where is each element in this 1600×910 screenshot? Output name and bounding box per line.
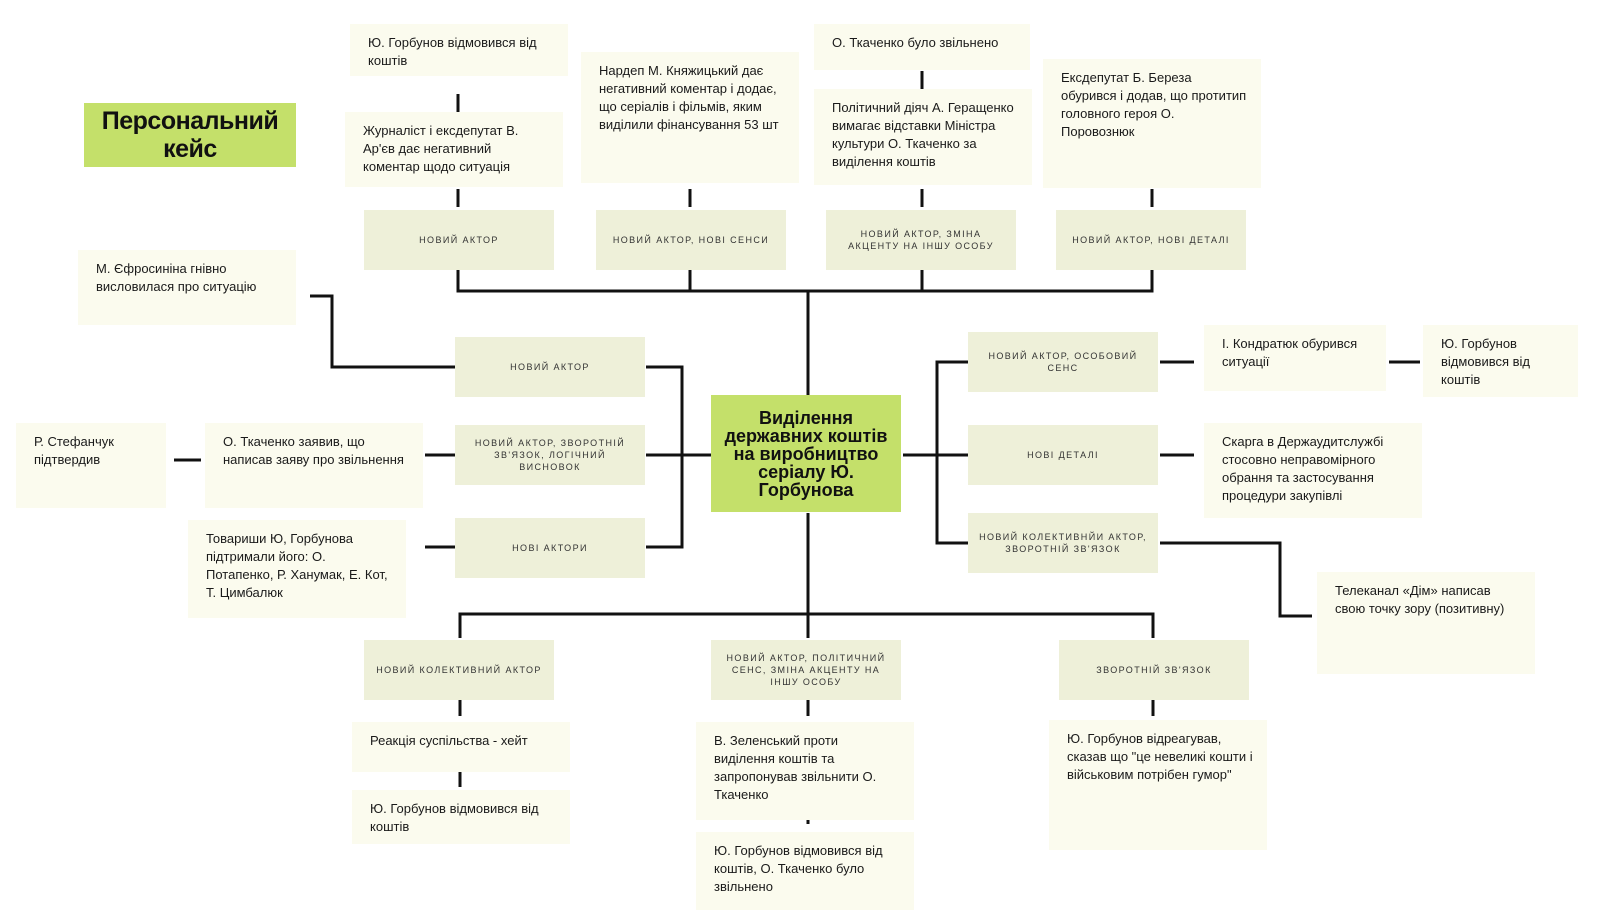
tag-left-1: Новий актор	[455, 337, 645, 397]
note-top-4: Ексдепутат Б. Береза обурився і додав, щ…	[1043, 59, 1261, 188]
note-left-2-b: Р. Стефанчук підтвердив	[16, 423, 166, 508]
tag-bottom-3: Зворотній зв'язок	[1059, 640, 1249, 700]
tag-top-2: Новий актор, нові сенси	[596, 210, 786, 270]
tag-bottom-2: Новий актор, політичний сенс, зміна акце…	[711, 640, 901, 700]
note-bottom-3: Ю. Горбунов відреагував, сказав що "це н…	[1049, 720, 1267, 850]
note-right-3: Телеканал «Дім» написав свою точку зору …	[1317, 572, 1535, 674]
note-top-1-b: Ю. Горбунов відмовився від коштів	[350, 24, 568, 76]
tag-top-4: Новий актор, нові деталі	[1056, 210, 1246, 270]
central-topic: Виділення державних коштів на виробництв…	[711, 395, 901, 512]
page-title: Персональний кейс	[84, 103, 296, 167]
note-top-3-a: Політичний діяч А. Геращенко вимагає від…	[814, 89, 1032, 185]
note-top-1-a: Журналіст і ексдепутат В. Ар'єв дає нега…	[345, 112, 563, 187]
note-top-2: Нардеп М. Княжицький дає негативний коме…	[581, 52, 799, 183]
note-left-2-a: О. Ткаченко заявив, що написав заяву про…	[205, 423, 423, 508]
note-right-1-b: Ю. Горбунов відмовився від коштів	[1423, 325, 1578, 397]
note-top-3-b: О. Ткаченко було звільнено	[814, 24, 1030, 70]
tag-left-2: Новий актор, зворотній зв'язок, логічний…	[455, 425, 645, 485]
note-bottom-2-a: В. Зеленський проти виділення коштів та …	[696, 722, 914, 820]
tag-left-3: Нові актори	[455, 518, 645, 578]
note-bottom-2-b: Ю. Горбунов відмовився від коштів, О. Тк…	[696, 832, 914, 910]
tag-right-3: Новий колективнйи актор, зворотній зв'яз…	[968, 513, 1158, 573]
note-left-1: М. Єфросиніна гнівно висловилася про сит…	[78, 250, 296, 325]
note-bottom-1-a: Реакція суспільства - хейт	[352, 722, 570, 772]
note-right-2: Скарга в Держаудитслужбі стосовно неправ…	[1204, 423, 1422, 518]
note-left-3: Товариши Ю, Горбунова підтримали його: О…	[188, 520, 406, 618]
tag-right-1: Новий актор, особовий сенс	[968, 332, 1158, 392]
tag-top-3: Новий актор, зміна акценту на іншу особу	[826, 210, 1016, 270]
tag-right-2: Нові деталі	[968, 425, 1158, 485]
note-right-1-a: І. Кондратюк обурився ситуації	[1204, 325, 1386, 391]
note-bottom-1-b: Ю. Горбунов відмовився від коштів	[352, 790, 570, 844]
tag-bottom-1: Новий колективний актор	[364, 640, 554, 700]
tag-top-1: Новий актор	[364, 210, 554, 270]
